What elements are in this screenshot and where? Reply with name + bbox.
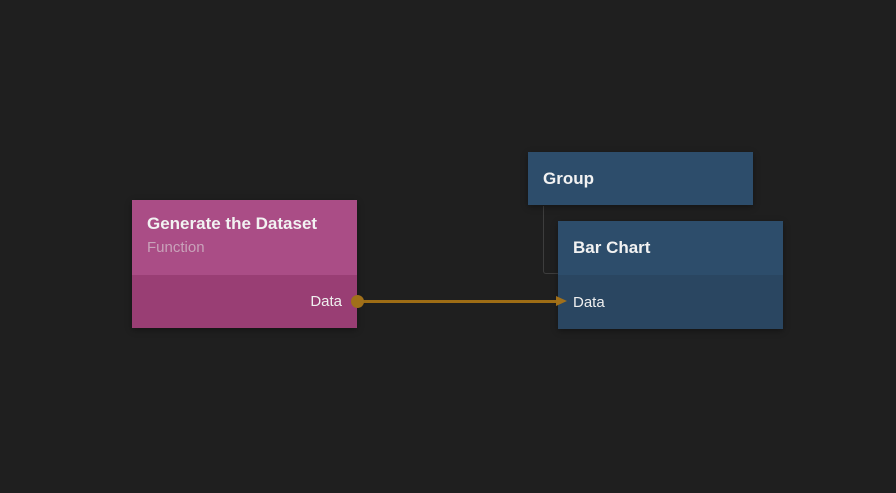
node-bar-chart[interactable]: Bar Chart Data xyxy=(558,221,783,329)
node-group[interactable]: Group xyxy=(528,152,753,205)
node-header[interactable]: Generate the Dataset Function xyxy=(132,200,357,275)
node-title: Bar Chart xyxy=(573,238,651,257)
node-body: Data xyxy=(558,275,783,329)
output-port-dot[interactable] xyxy=(351,295,364,308)
group-child-connector xyxy=(543,206,559,274)
node-header[interactable]: Bar Chart xyxy=(558,221,783,275)
edge-arrowhead-icon xyxy=(556,296,567,306)
node-generate-dataset[interactable]: Generate the Dataset Function Data xyxy=(132,200,364,328)
output-port-label-data: Data xyxy=(310,293,342,310)
input-port-label-data: Data xyxy=(573,293,605,311)
node-subtitle: Function xyxy=(147,239,205,256)
node-body: Data xyxy=(132,275,364,328)
node-title: Generate the Dataset xyxy=(147,214,318,233)
node-title: Group xyxy=(543,168,594,188)
edge-data-wire[interactable] xyxy=(357,300,558,303)
